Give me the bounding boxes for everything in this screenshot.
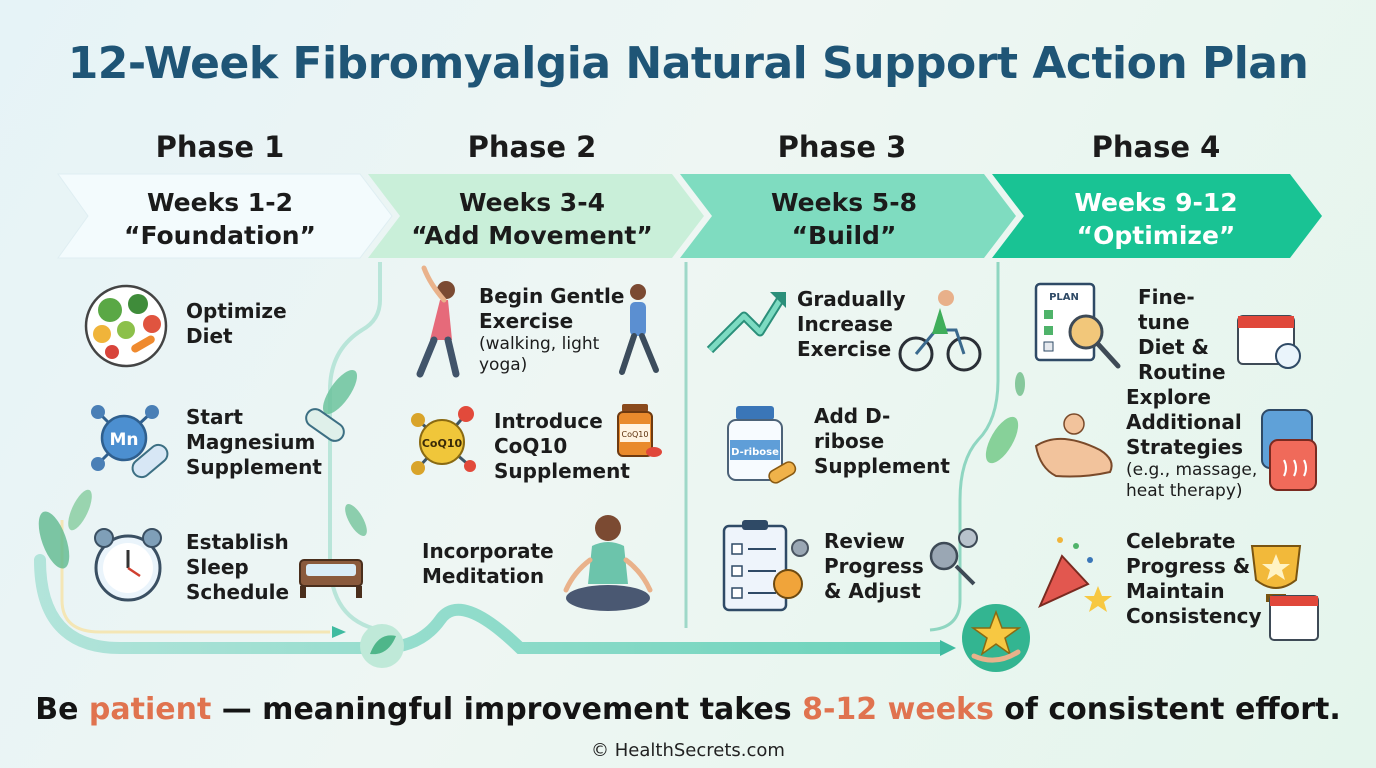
phase-2-chevron-text: Weeks 3-4 “Add Movement” — [392, 186, 672, 252]
tagline-before: Be — [35, 692, 89, 727]
chevron-phase-4 — [992, 174, 1322, 258]
phase-4-task-2-text: Explore Additional Strategies — [1126, 385, 1244, 459]
phase-4-task-3: Celebrate Progress & Maintain Consistenc… — [1126, 529, 1262, 628]
tagline: Be patient — meaningful improvement take… — [0, 692, 1376, 727]
tagline-after: of consistent effort. — [993, 692, 1341, 727]
cyclist-icon — [898, 290, 982, 372]
alarm-clock-icon — [94, 528, 162, 602]
massage-hands-icon — [1034, 413, 1113, 478]
phase-3-task-2: Add D-ribose Supplement — [814, 404, 950, 478]
page-title: 12-Week Fibromyalgia Natural Support Act… — [67, 38, 1309, 89]
chevron-phase-1 — [57, 173, 393, 259]
path-arrow-1 — [332, 626, 346, 638]
chevron-phase-3 — [680, 174, 1016, 258]
healthy-food-plate-icon — [84, 284, 168, 368]
phase-2-name: “Add Movement” — [411, 221, 653, 250]
phase-2-task-2: Introduce CoQ10 Supplement — [494, 409, 630, 483]
phase-4-task-1: Fine-tune Diet & Routine — [1138, 285, 1226, 384]
tagline-highlight-weeks: 8-12 weeks — [802, 692, 994, 727]
chevron-phase-2 — [368, 174, 704, 258]
phase-4-task-2: Explore Additional Strategies (e.g., mas… — [1126, 385, 1276, 502]
phase-3-weeks: Weeks 5-8 — [771, 188, 917, 217]
plan-checklist-icon: PLAN — [1034, 282, 1121, 369]
phase-3-task-3: Review Progress & Adjust — [824, 529, 924, 603]
meditation-person-icon — [563, 515, 653, 611]
calendar-icon — [1269, 595, 1319, 641]
magnesium-symbol: Mn — [109, 430, 138, 450]
plan-label: PLAN — [1049, 292, 1079, 303]
coq10-bottle-icon: CoQ10 — [617, 404, 662, 457]
star-hand-icon — [962, 604, 1030, 672]
copyright-footer: © HealthSecrets.com — [591, 740, 785, 761]
coq10-bottle-label: CoQ10 — [622, 430, 649, 439]
path-arrow-2 — [940, 640, 956, 656]
checklist-clipboard-icon — [722, 520, 809, 612]
calendar-clock-icon — [1237, 315, 1301, 369]
phase-2-task-1-text: Begin Gentle Exercise — [479, 284, 625, 333]
phase-1-label: Phase 1 — [155, 130, 285, 164]
coq10-symbol: CoQ10 — [422, 437, 463, 450]
phase-1-weeks: Weeks 1-2 — [147, 188, 293, 217]
tagline-highlight-patient: patient — [88, 692, 212, 727]
phase-3-task-1: Gradually Increase Exercise — [797, 287, 906, 361]
progress-path — [34, 554, 946, 654]
phase-3-label: Phase 3 — [777, 130, 907, 164]
phase-2-task-1: Begin Gentle Exercise (walking, light yo… — [479, 284, 629, 376]
phase-4-label: Phase 4 — [1091, 130, 1221, 164]
phase-1-name: “Foundation” — [124, 221, 316, 250]
tagline-middle: — meaningful improvement takes — [211, 692, 803, 727]
phase-4-name: “Optimize” — [1076, 221, 1236, 250]
phase-1-task-2: Start Magnesium Supplement — [186, 405, 322, 479]
d-ribose-label: D-ribose — [731, 447, 779, 458]
swirl-leaf-icon — [360, 624, 404, 668]
upward-trend-arrow-icon — [706, 292, 786, 354]
phase-4-task-2-note: (e.g., massage, heat therapy) — [1126, 460, 1258, 501]
phase-2-task-3: Incorporate Meditation — [422, 539, 554, 588]
phase-1-task-1: Optimize Diet — [186, 299, 287, 348]
phase-3-name: “Build” — [791, 221, 897, 250]
trophy-icon — [1250, 545, 1302, 602]
phase-1-task-3: Establish Sleep Schedule — [186, 530, 290, 604]
walking-person-icon — [619, 284, 659, 375]
bed-icon — [299, 559, 363, 598]
phase-2-weeks: Weeks 3-4 — [459, 188, 605, 217]
phase-2-label: Phase 2 — [467, 130, 597, 164]
party-popper-icon — [1038, 537, 1112, 612]
coq10-molecule-icon: CoQ10 — [411, 406, 476, 475]
divider-3 — [929, 262, 1000, 632]
phase-3-chevron-text: Weeks 5-8 “Build” — [704, 186, 984, 252]
leaf-decoration — [38, 369, 1025, 569]
magnesium-molecule-icon: Mn — [91, 405, 345, 479]
phase-1-chevron-text: Weeks 1-2 “Foundation” — [80, 186, 360, 252]
phase-2-task-1-note: (walking, light yoga) — [479, 334, 600, 375]
phase-4-chevron-text: Weeks 9-12 “Optimize” — [1016, 186, 1296, 252]
phase-4-weeks: Weeks 9-12 — [1074, 188, 1238, 217]
d-ribose-jar-icon: D-ribose — [727, 406, 797, 484]
heat-pack-icon — [1261, 409, 1317, 491]
gears-magnifier-icon — [929, 528, 978, 586]
divider-1 — [328, 262, 382, 632]
stretching-person-icon — [416, 265, 460, 378]
progress-path-light — [60, 520, 330, 634]
